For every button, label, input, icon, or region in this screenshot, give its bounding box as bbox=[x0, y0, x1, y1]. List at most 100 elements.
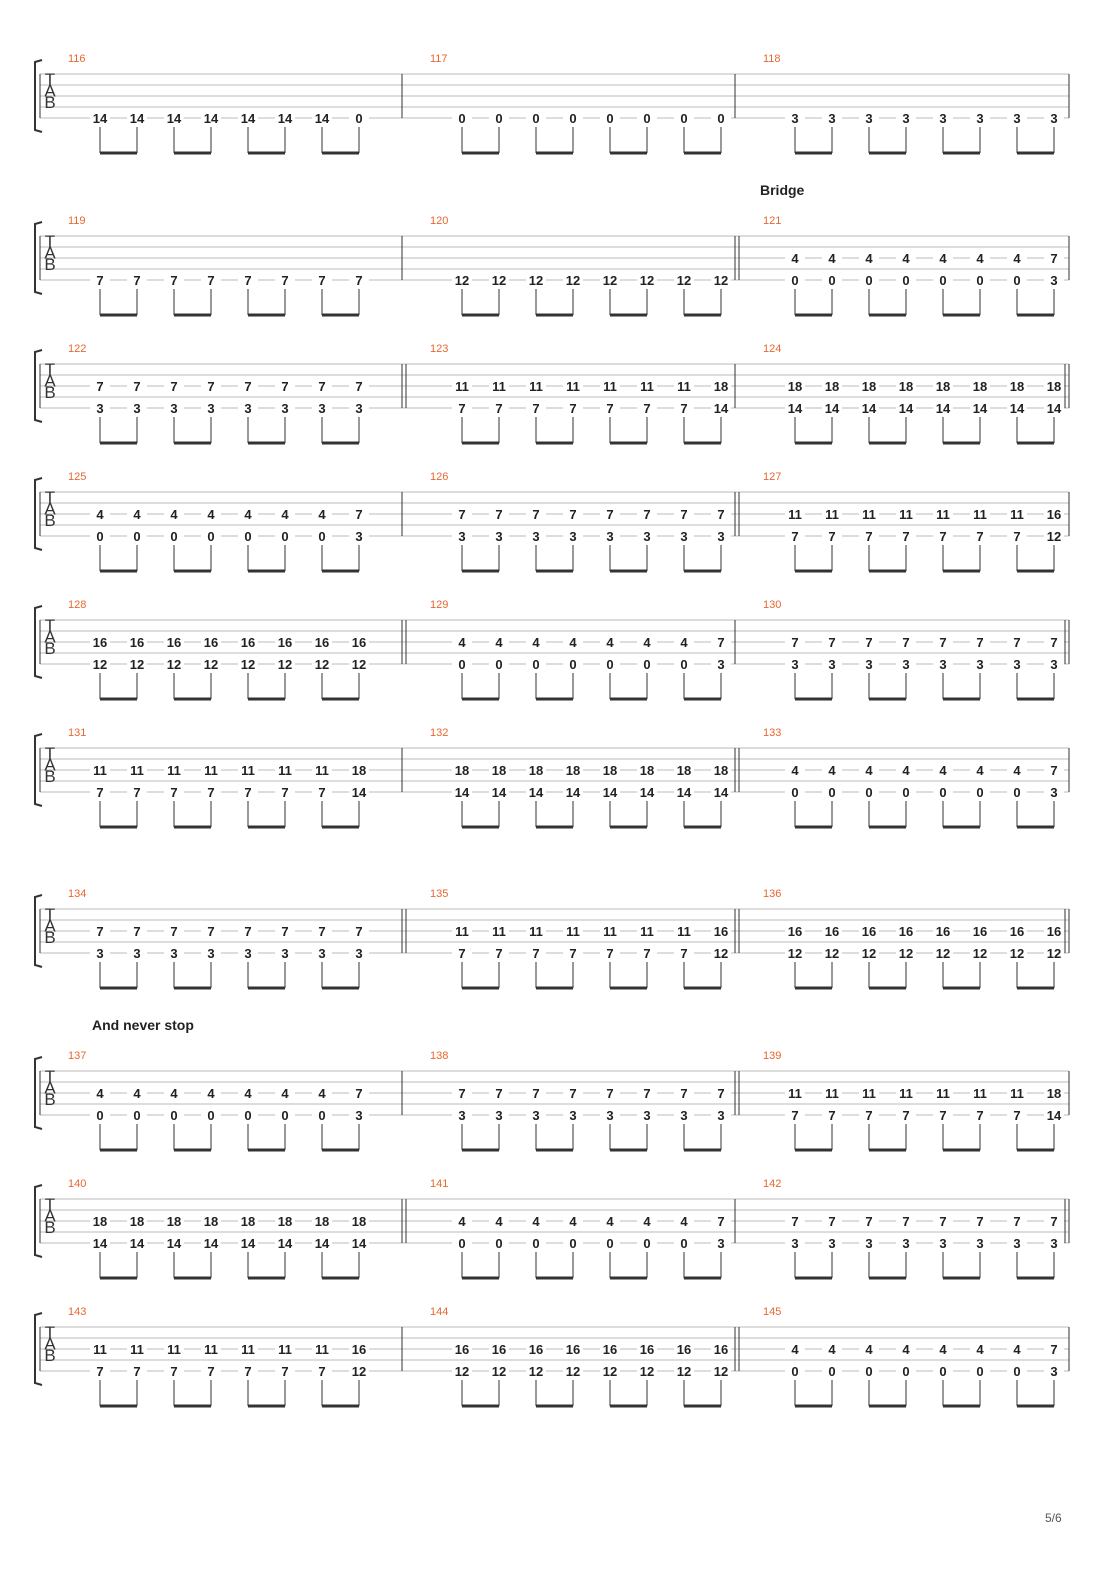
fret-bg bbox=[526, 635, 546, 648]
fret-number: 12 bbox=[862, 946, 876, 961]
fret-bg bbox=[275, 1364, 295, 1377]
fret-number: 18 bbox=[973, 379, 987, 394]
system-brace bbox=[34, 477, 43, 551]
system-brace bbox=[34, 59, 43, 133]
fret-bg bbox=[822, 1214, 842, 1227]
system-brace bbox=[34, 1056, 43, 1130]
fret-bg bbox=[563, 111, 583, 124]
fret-number: 7 bbox=[133, 379, 140, 394]
system-brace bbox=[34, 349, 43, 423]
fret-number: 18 bbox=[825, 379, 839, 394]
fret-bg bbox=[859, 763, 879, 776]
fret-bg bbox=[275, 635, 295, 648]
fret-number: 4 bbox=[170, 1086, 178, 1101]
fret-bg bbox=[90, 1342, 110, 1355]
fret-bg bbox=[526, 1342, 546, 1355]
fret-number: 4 bbox=[643, 635, 651, 650]
fret-bg bbox=[711, 763, 731, 776]
fret-number: 7 bbox=[717, 1214, 724, 1229]
fret-bg bbox=[859, 1214, 879, 1227]
fret-bg bbox=[201, 785, 221, 798]
fret-number: 3 bbox=[680, 529, 687, 544]
fret-bg bbox=[489, 379, 509, 392]
fret-number: 0 bbox=[902, 785, 909, 800]
fret-number: 4 bbox=[133, 1086, 141, 1101]
fret-number: 12 bbox=[315, 657, 329, 672]
fret-bg bbox=[489, 946, 509, 959]
fret-number: 3 bbox=[717, 657, 724, 672]
fret-bg bbox=[711, 785, 731, 798]
fret-number: 11 bbox=[677, 924, 691, 939]
fret-number: 18 bbox=[566, 763, 580, 778]
fret-bg bbox=[970, 529, 990, 542]
fret-number: 7 bbox=[976, 635, 983, 650]
measure-number: 141 bbox=[430, 1178, 448, 1190]
fret-bg bbox=[349, 1236, 369, 1249]
fret-number: 3 bbox=[1013, 1236, 1020, 1251]
fret-bg bbox=[349, 507, 369, 520]
fret-number: 12 bbox=[603, 1364, 617, 1379]
fret-bg bbox=[90, 635, 110, 648]
fret-number: 16 bbox=[714, 924, 728, 939]
fret-bg bbox=[489, 1236, 509, 1249]
fret-bg bbox=[526, 111, 546, 124]
fret-bg bbox=[563, 785, 583, 798]
fret-number: 4 bbox=[207, 1086, 215, 1101]
fret-bg bbox=[674, 1214, 694, 1227]
fret-bg bbox=[90, 924, 110, 937]
fret-number: 3 bbox=[244, 401, 251, 416]
fret-number: 14 bbox=[278, 1236, 293, 1251]
fret-bg bbox=[859, 924, 879, 937]
fret-bg bbox=[452, 507, 472, 520]
fret-number: 4 bbox=[976, 763, 984, 778]
fret-number: 7 bbox=[532, 1086, 539, 1101]
fret-number: 3 bbox=[865, 111, 872, 126]
fret-bg bbox=[452, 1214, 472, 1227]
fret-number: 7 bbox=[318, 785, 325, 800]
fret-bg bbox=[489, 1108, 509, 1121]
fret-number: 7 bbox=[281, 785, 288, 800]
fret-number: 14 bbox=[241, 111, 256, 126]
fret-bg bbox=[1044, 657, 1064, 670]
fret-number: 3 bbox=[606, 529, 613, 544]
fret-number: 11 bbox=[241, 763, 255, 778]
fret-number: 16 bbox=[973, 924, 987, 939]
fret-bg bbox=[785, 507, 805, 520]
fret-number: 4 bbox=[318, 1086, 326, 1101]
fret-number: 11 bbox=[973, 507, 987, 522]
fret-bg bbox=[711, 1236, 731, 1249]
fret-number: 7 bbox=[495, 946, 502, 961]
fret-bg bbox=[452, 1364, 472, 1377]
fret-number: 7 bbox=[976, 1108, 983, 1123]
fret-bg bbox=[711, 529, 731, 542]
fret-number: 14 bbox=[714, 785, 729, 800]
fret-bg bbox=[859, 1108, 879, 1121]
tab-clef-letter: T bbox=[45, 616, 55, 635]
fret-number: 14 bbox=[167, 1236, 182, 1251]
fret-number: 4 bbox=[281, 507, 289, 522]
fret-number: 16 bbox=[788, 924, 802, 939]
fret-number: 12 bbox=[1047, 529, 1061, 544]
fret-bg bbox=[674, 111, 694, 124]
fret-bg bbox=[164, 763, 184, 776]
fret-number: 12 bbox=[677, 1364, 691, 1379]
fret-bg bbox=[238, 763, 258, 776]
fret-bg bbox=[312, 1236, 332, 1249]
fret-number: 0 bbox=[828, 273, 835, 288]
fret-number: 3 bbox=[976, 111, 983, 126]
fret-number: 11 bbox=[241, 1342, 255, 1357]
fret-number: 3 bbox=[495, 529, 502, 544]
fret-number: 18 bbox=[714, 763, 728, 778]
fret-bg bbox=[785, 946, 805, 959]
fret-number: 7 bbox=[281, 1364, 288, 1379]
fret-number: 7 bbox=[133, 273, 140, 288]
fret-bg bbox=[859, 111, 879, 124]
fret-number: 4 bbox=[828, 251, 836, 266]
fret-number: 14 bbox=[278, 111, 293, 126]
fret-bg bbox=[201, 507, 221, 520]
tab-clef-letter: T bbox=[45, 744, 55, 763]
fret-number: 7 bbox=[495, 1086, 502, 1101]
fret-bg bbox=[637, 1086, 657, 1099]
fret-bg bbox=[238, 507, 258, 520]
fret-bg bbox=[275, 1236, 295, 1249]
